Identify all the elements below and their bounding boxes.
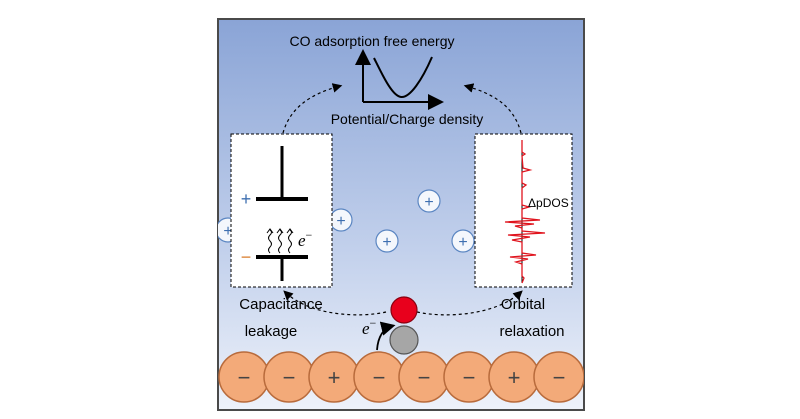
plot-title: CO adsorption free energy: [290, 33, 455, 49]
pdos-label: ΔpDOS: [528, 196, 569, 210]
svg-text:+: +: [382, 234, 391, 251]
pdos-curve: [504, 140, 546, 284]
arrow-right-to-plot: [463, 83, 522, 134]
atom-charge-sign: −: [553, 365, 566, 390]
atom-charge-sign: −: [463, 365, 476, 390]
plot-x-label: Potential/Charge density: [331, 111, 484, 127]
electrode-atom: +: [488, 351, 540, 403]
cation-ion: +: [329, 208, 353, 232]
atom-charge-sign: −: [283, 365, 296, 390]
cation-ion: +: [417, 189, 441, 213]
cation-ion: +: [451, 229, 475, 253]
electrode-atom: −: [533, 351, 584, 403]
cation-ion: +: [375, 229, 399, 253]
carbon-atom: [389, 325, 419, 355]
capacitance-caption-line2: leakage: [245, 323, 298, 340]
orbital-caption-line2: relaxation: [499, 323, 564, 340]
electrode-atom: −: [263, 351, 315, 403]
electrode-atom-row: − − + − − − +: [218, 351, 584, 403]
electrode-atom: −: [398, 351, 450, 403]
electrode-atom: −: [353, 351, 405, 403]
electrode-atom: +: [308, 351, 360, 403]
free-energy-curve: [373, 56, 433, 98]
oxygen-atom: [390, 296, 418, 324]
svg-text:+: +: [424, 194, 433, 211]
svg-text:+: +: [336, 213, 345, 230]
capacitor-minus-sign: −: [241, 247, 252, 267]
free-energy-plot: CO adsorption free energy Potential/Char…: [290, 33, 484, 127]
electron-transfer-label: e−: [362, 316, 377, 338]
svg-text:+: +: [223, 223, 232, 240]
electron-transfer-arrow: [376, 321, 396, 351]
electrode-atom: −: [443, 351, 495, 403]
atom-charge-sign: −: [238, 365, 251, 390]
atom-charge-sign: −: [418, 365, 431, 390]
capacitance-panel: + − e−: [230, 133, 333, 288]
atom-charge-sign: +: [508, 365, 521, 390]
pdos-panel: ΔpDOS: [474, 133, 573, 288]
leakage-wavy-lines: [266, 228, 294, 254]
electrode-atom: −: [218, 351, 270, 403]
capacitor-plus-sign: +: [241, 189, 252, 209]
arrow-left-to-plot: [282, 83, 343, 134]
orbital-caption-line1: Orbital: [501, 296, 545, 313]
atom-charge-sign: −: [373, 365, 386, 390]
arrow-co-to-right-panel: [416, 290, 523, 316]
co-molecule: [389, 296, 419, 355]
capacitance-caption-line1: Capacitance: [239, 296, 322, 313]
atom-charge-sign: +: [328, 365, 341, 390]
svg-text:+: +: [458, 234, 467, 251]
leakage-electron-label: e−: [298, 228, 313, 250]
